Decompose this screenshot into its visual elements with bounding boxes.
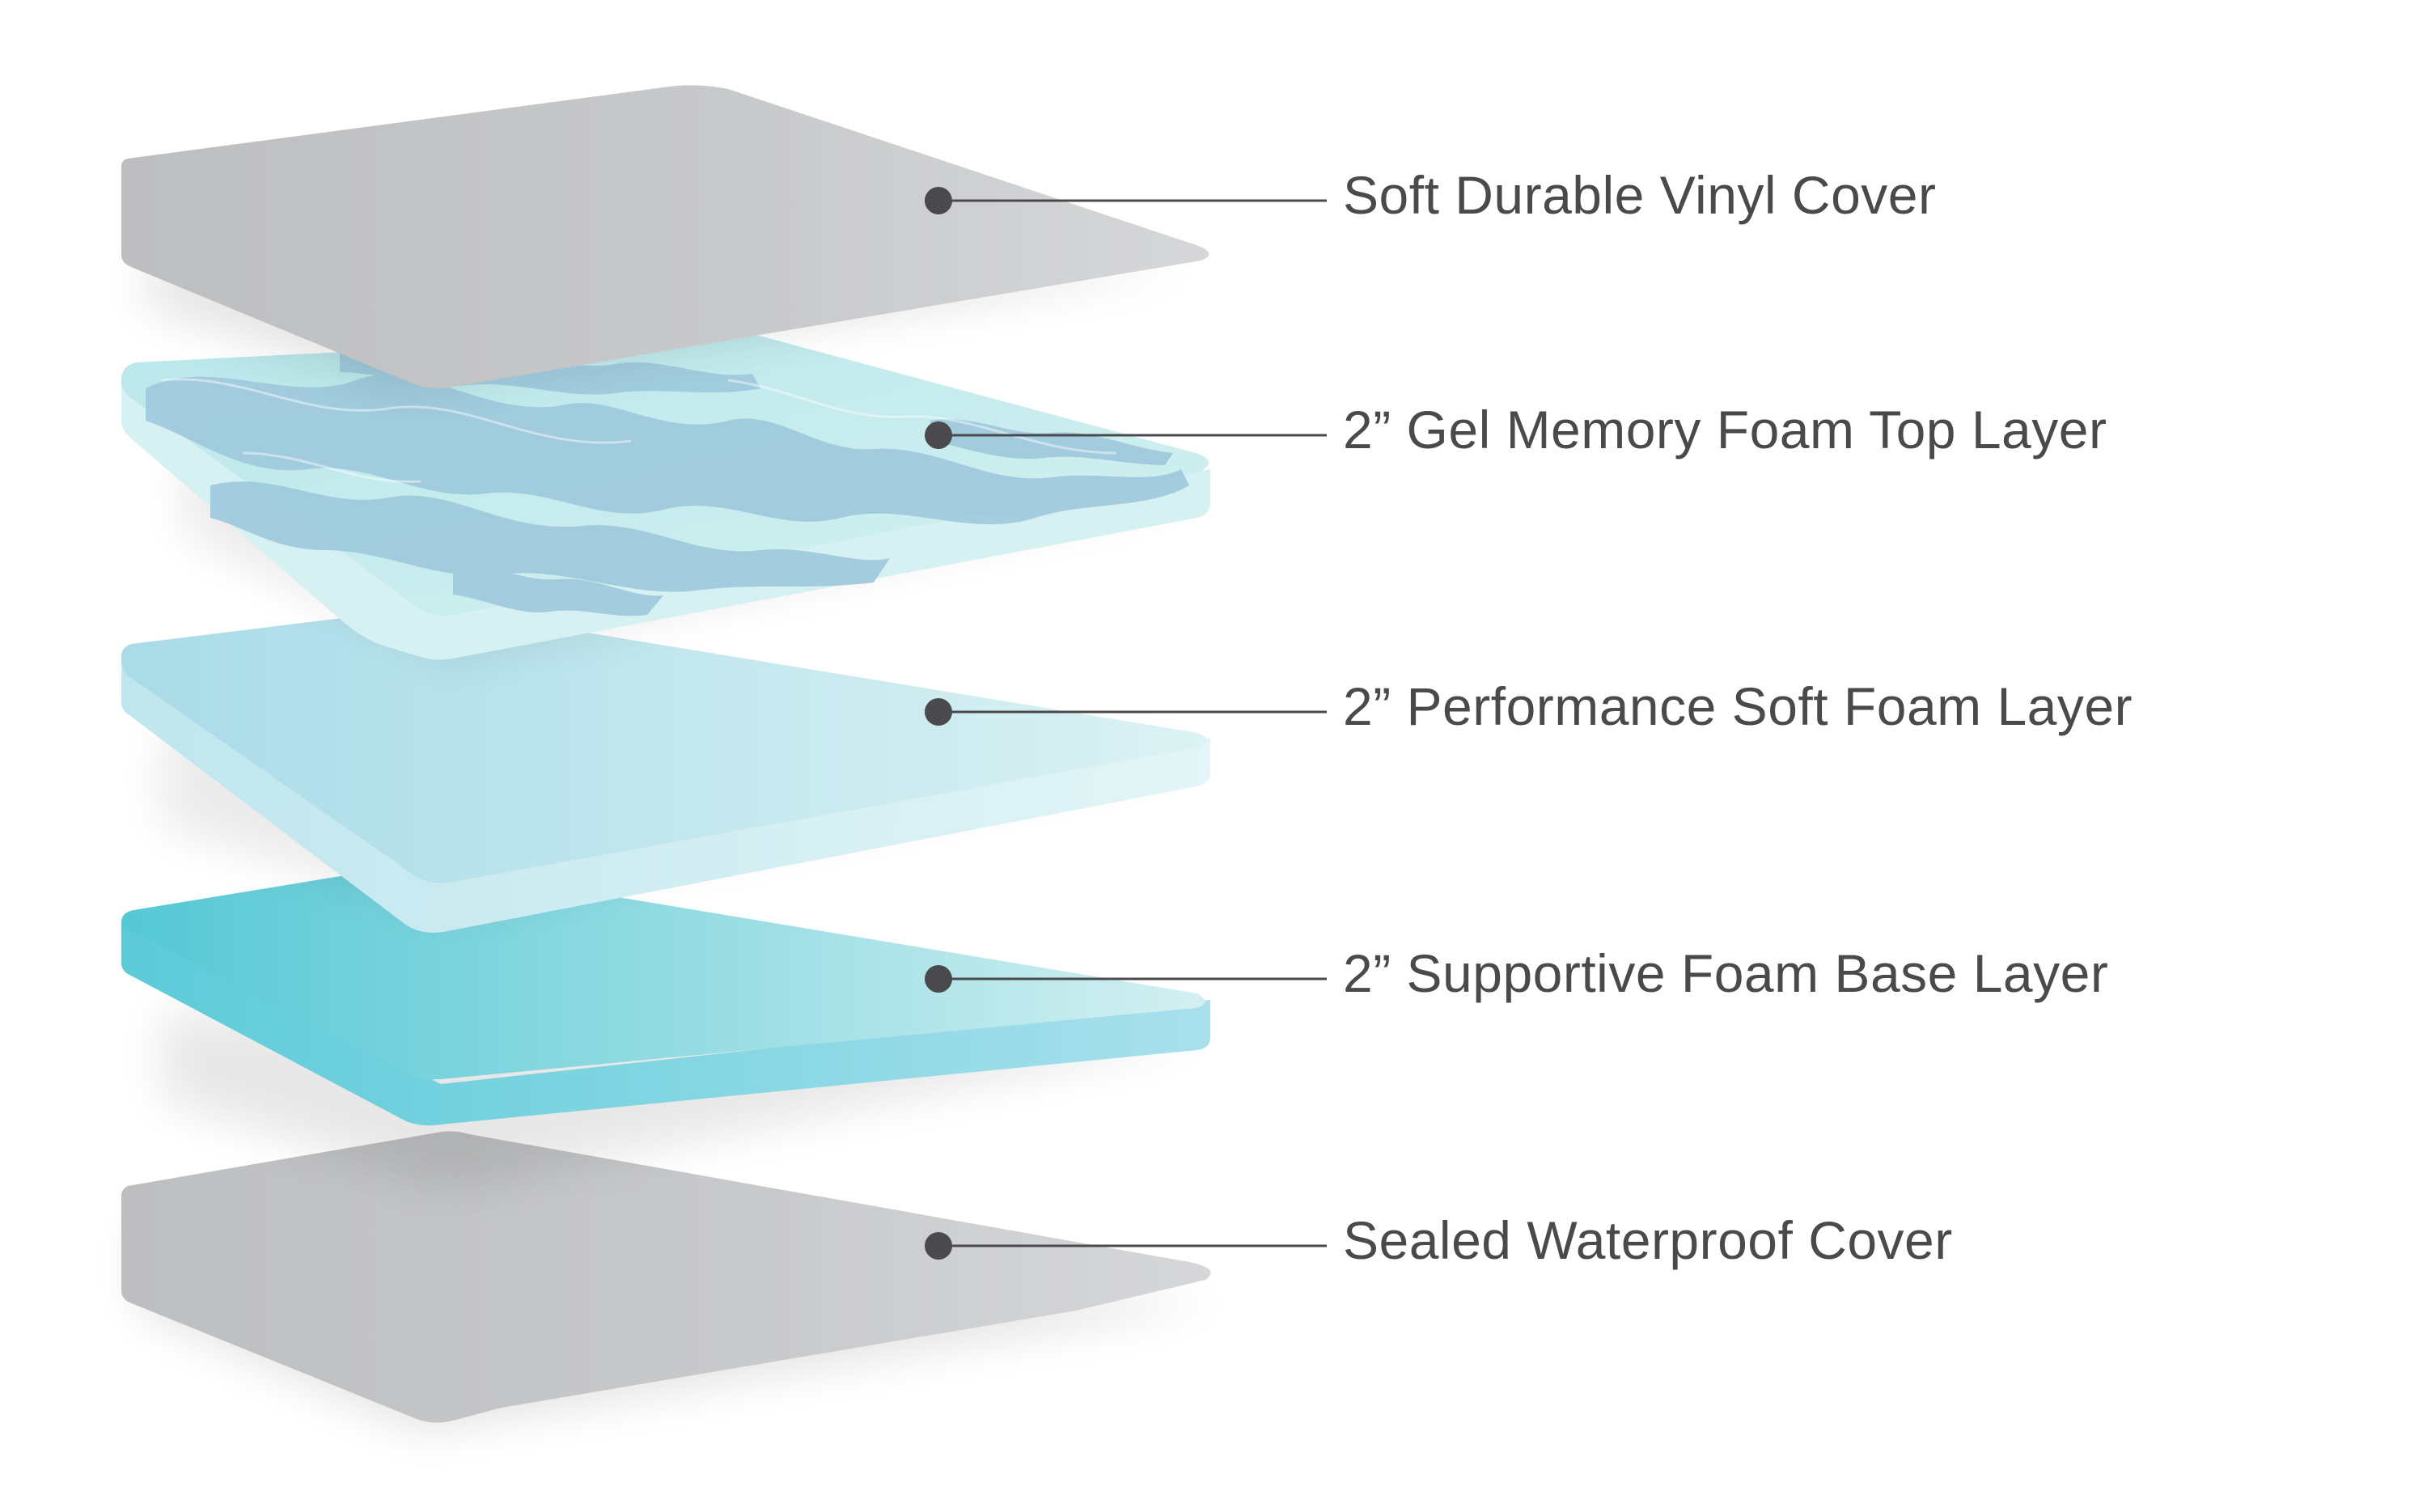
- waterproof-cover-layer: [121, 1131, 1222, 1432]
- leader-dot-3: [925, 698, 952, 726]
- label-performance-soft-foam: 2” Performance Soft Foam Layer: [1343, 676, 2133, 736]
- leader-dot-4: [925, 965, 952, 993]
- leader-lines: [925, 187, 1327, 1260]
- gel-memory-foam-layer: [121, 332, 1210, 663]
- vinyl-cover-layer: [121, 85, 1209, 388]
- label-gel-memory-foam: 2” Gel Memory Foam Top Layer: [1343, 400, 2107, 460]
- label-waterproof-cover: Sealed Waterproof Cover: [1343, 1210, 1953, 1270]
- leader-dot-5: [925, 1232, 952, 1260]
- leader-dot-2: [925, 421, 952, 449]
- label-supportive-foam-base: 2” Supportive Foam Base Layer: [1343, 943, 2109, 1003]
- supportive-foam-layer: [121, 865, 1214, 1189]
- label-vinyl-cover: Soft Durable Vinyl Cover: [1343, 165, 1937, 225]
- performance-soft-foam-layer: [121, 608, 1214, 933]
- gel-swirl-pattern: [146, 345, 1189, 616]
- leader-dot-1: [925, 187, 952, 214]
